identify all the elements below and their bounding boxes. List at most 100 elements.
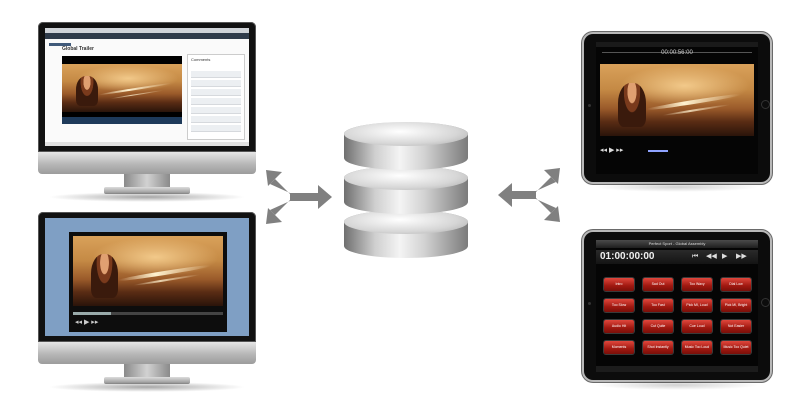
desktop-player-app: ◂◂ ▶ ▸▸	[45, 218, 249, 336]
monitor-base	[104, 377, 190, 384]
site-navbar	[45, 33, 249, 39]
comment-row[interactable]	[191, 107, 241, 114]
transport-bar: 01:00:00:00 ⏮ ◀◀ ▶ ▶▶	[596, 250, 758, 264]
monitor-stand	[124, 174, 170, 187]
camera-dot	[588, 104, 591, 107]
camera-dot	[588, 302, 591, 305]
monitor-shadow	[48, 192, 246, 202]
monitor-shadow	[48, 382, 246, 392]
comment-row[interactable]	[191, 71, 241, 78]
cue-button-grid: Intro Sad Out Too Wavy Dial Low Too Slow…	[604, 278, 752, 358]
arrow-branch-down	[270, 195, 295, 215]
cue-button[interactable]: Shot Instantly	[643, 341, 673, 354]
figure-silhouette	[76, 76, 98, 107]
arrow-stem	[510, 191, 536, 199]
cue-button[interactable]: Cue Loud	[682, 320, 712, 333]
cue-button[interactable]: Too Slow	[604, 299, 634, 312]
tablet-cue-board: Perfect Sport - Global Assembly 01:00:00…	[584, 232, 770, 390]
scrub-progress	[73, 312, 111, 315]
timecode-display: 01:00:00:00	[600, 251, 655, 262]
scrub-bar[interactable]	[73, 312, 223, 315]
cue-button[interactable]: Music Too Quiet	[721, 341, 751, 354]
home-button	[761, 298, 770, 307]
comment-row[interactable]	[191, 80, 241, 87]
tablet-footer-bar	[596, 366, 758, 372]
cue-button[interactable]: Pick MI, Loud	[682, 299, 712, 312]
comments-panel: Comments	[187, 54, 245, 140]
web-app-screenshot: Global Trailer Comments	[45, 28, 249, 146]
monitor-stand	[124, 364, 170, 377]
disk-top	[344, 210, 468, 234]
status-bar	[596, 42, 758, 47]
cue-button[interactable]: Music Too Loud	[682, 341, 712, 354]
arrow-stem	[290, 193, 320, 201]
cue-button[interactable]: Cut Quite	[643, 320, 673, 333]
play-button[interactable]: ▶	[722, 253, 728, 260]
comment-row[interactable]	[191, 116, 241, 123]
cue-button[interactable]: Too Fast	[643, 299, 673, 312]
arrow-head-down	[544, 206, 560, 222]
tablet-reflection	[594, 380, 760, 390]
app-title: Perfect Sport - Global Assembly	[596, 240, 758, 248]
scrub-bar[interactable]	[602, 52, 752, 53]
cue-button[interactable]: Pick MI, Bright	[721, 299, 751, 312]
timecode-display: 00:00:56:00	[661, 50, 693, 56]
sync-arrow-right	[498, 168, 560, 222]
tablet-reflection	[594, 182, 760, 192]
database-disk-bottom	[344, 210, 468, 258]
fast-forward-button[interactable]: ▶▶	[736, 253, 747, 260]
database-disk-middle	[344, 166, 468, 214]
desktop-monitor-player: ◂◂ ▶ ▸▸	[38, 212, 256, 394]
tablet-player: 00:00:56:00 ◂◂ ▶ ▸▸	[584, 34, 770, 192]
arrow-branch-down	[531, 193, 556, 213]
disk-top	[344, 166, 468, 190]
tablet-screen: Perfect Sport - Global Assembly 01:00:00…	[596, 240, 758, 372]
database-disk-top	[344, 122, 468, 170]
arrow-head-right	[318, 185, 332, 209]
arrow-branch-up	[270, 179, 295, 199]
database-icon	[344, 122, 468, 262]
cue-button[interactable]: Audio Hit	[604, 320, 634, 333]
sync-arrow-left	[266, 170, 332, 224]
comment-row[interactable]	[191, 89, 241, 96]
video-frame[interactable]	[600, 64, 754, 136]
cue-button[interactable]: Moments	[604, 341, 634, 354]
tablet-screen: 00:00:56:00 ◂◂ ▶ ▸▸	[596, 42, 758, 174]
comments-title: Comments	[191, 57, 211, 62]
cue-button[interactable]: Intro	[604, 278, 634, 291]
monitor-screen: ◂◂ ▶ ▸▸	[45, 218, 249, 336]
video-player[interactable]	[62, 56, 182, 124]
page-title: Global Trailer	[62, 46, 94, 52]
cue-button[interactable]: Too Wavy	[682, 278, 712, 291]
monitor-screen: Global Trailer Comments	[45, 28, 249, 146]
browser-toolbar	[45, 28, 249, 33]
arrow-branch-up	[531, 177, 556, 197]
player-controls[interactable]: ◂◂ ▶ ▸▸	[75, 319, 99, 326]
skip-back-button[interactable]: ⏮	[692, 253, 699, 260]
figure-silhouette	[91, 254, 118, 298]
home-button	[761, 100, 770, 109]
monitor-chin	[38, 342, 256, 364]
comment-row[interactable]	[191, 98, 241, 105]
monitor-chin	[38, 152, 256, 174]
site-logo	[49, 43, 71, 46]
rewind-button[interactable]: ◀◀	[706, 253, 717, 260]
arrow-head-up	[544, 168, 560, 184]
cue-button[interactable]: Dial Low	[721, 278, 751, 291]
disk-top	[344, 122, 468, 146]
arrow-head-up	[266, 170, 282, 186]
desktop-monitor-web: Global Trailer Comments	[38, 22, 256, 204]
arrow-head-left	[498, 183, 512, 207]
volume-slider[interactable]	[648, 150, 668, 152]
player-controls[interactable]: ◂◂ ▶ ▸▸	[600, 147, 624, 154]
video-player[interactable]: ◂◂ ▶ ▸▸	[69, 232, 227, 332]
player-controls[interactable]	[62, 117, 182, 124]
cue-button[interactable]: Sad Out	[643, 278, 673, 291]
figure-silhouette	[618, 82, 647, 128]
cue-button[interactable]: Not Easier	[721, 320, 751, 333]
comment-row[interactable]	[191, 125, 241, 132]
video-frame	[62, 64, 182, 112]
monitor-base	[104, 187, 190, 194]
page-footer	[45, 142, 249, 146]
arrow-head-down	[266, 208, 282, 224]
